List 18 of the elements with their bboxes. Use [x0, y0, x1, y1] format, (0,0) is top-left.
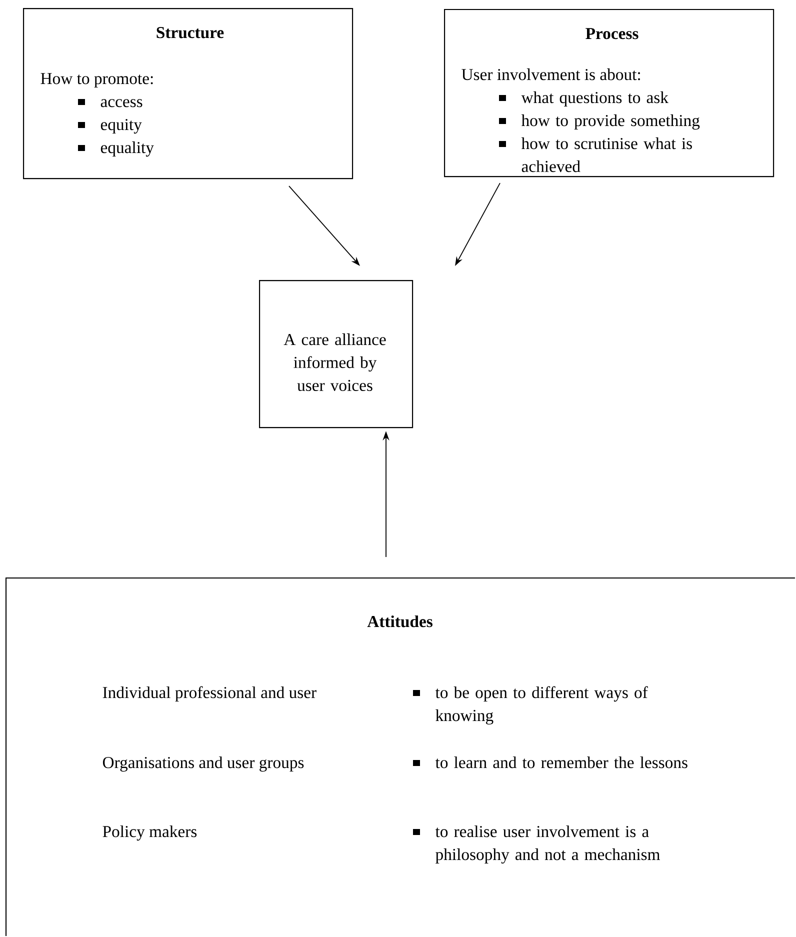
- label: Organisations and user groups: [102, 756, 304, 772]
- bullet-item: to be open to different ways of knowing: [413, 686, 648, 725]
- bullet-item: equality: [78, 141, 154, 157]
- bullet-item: to realise user involvement is a philosophy and not a mechanism: [413, 825, 660, 864]
- bullet-item: what questions to ask: [499, 91, 668, 107]
- label: Policy makers: [102, 825, 197, 841]
- heading: Process: [586, 28, 638, 40]
- label: User involvement is about:: [462, 68, 640, 80]
- label: A care alliance informed by user voices: [284, 333, 386, 392]
- bullet-item: how to provide something: [499, 114, 700, 130]
- bullet-item: equity: [78, 118, 142, 134]
- heading: Structure: [156, 26, 224, 38]
- bullet-item: how to scrutinise what is achieved: [499, 137, 692, 172]
- bullet-item: to learn and to remember the lessons: [413, 756, 688, 768]
- label: How to promote:: [40, 73, 153, 88]
- label: Individual professional and user: [102, 686, 316, 702]
- bullet-item: access: [78, 99, 142, 108]
- heading: Attitudes: [367, 615, 432, 628]
